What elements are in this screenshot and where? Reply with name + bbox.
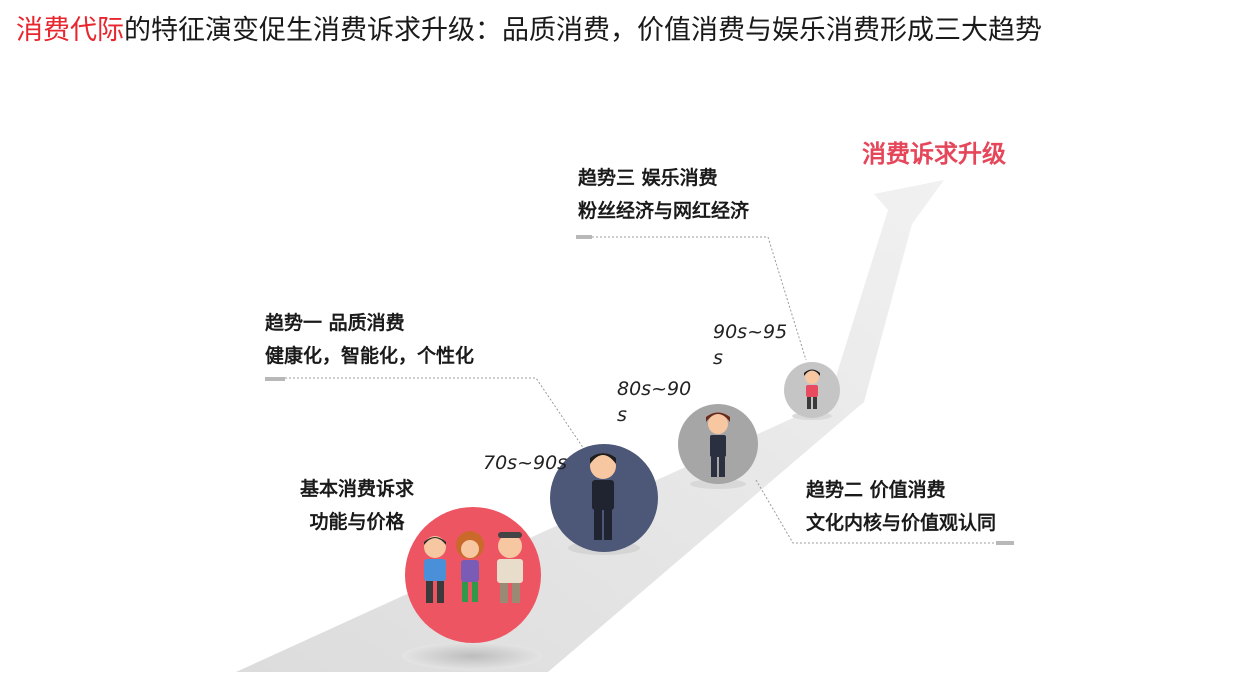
trend2-label: 趋势二 价值消费 文化内核与价值观认同 <box>806 474 996 540</box>
person-curly-hair <box>456 531 484 602</box>
trend2-desc: 文化内核与价值观认同 <box>806 512 997 534</box>
base-title: 基本消费诉求 <box>299 478 414 500</box>
person-blue-shirt <box>424 536 446 603</box>
circle-shadow-1 <box>402 642 542 670</box>
base-label: 基本消费诉求 功能与价格 <box>287 473 427 539</box>
leader-trend1 <box>265 377 587 453</box>
leader-trend3-cap <box>576 235 592 239</box>
person-90s <box>804 369 820 409</box>
leader-trend2-cap <box>996 541 1014 545</box>
title-highlight: 消费代际 <box>16 15 124 46</box>
trend3-desc: 粉丝经济与网红经济 <box>578 200 750 222</box>
leader-trend3 <box>576 236 807 361</box>
upgrade-arrow <box>236 180 944 672</box>
era-80s: 80s~90 s <box>617 378 692 426</box>
era-70s: 70s~90s <box>483 452 568 474</box>
person-80s <box>706 412 730 477</box>
base-desc: 功能与价格 <box>309 511 405 533</box>
trend1-desc: 健康化，智能化，个性化 <box>265 345 475 367</box>
trend3-title: 趋势三 娱乐消费 <box>578 167 718 189</box>
trend3-label: 趋势三 娱乐消费 粉丝经济与网红经济 <box>578 162 749 228</box>
trend1-title: 趋势一 品质消费 <box>265 312 405 334</box>
leader-trend2 <box>755 479 1014 544</box>
trend1-label: 趋势一 品质消费 健康化，智能化，个性化 <box>265 307 474 373</box>
title-rest: 的特征演变促生消费诉求升级：品质消费，价值消费与娱乐消费形成三大趋势 <box>124 15 1042 46</box>
person-70s <box>590 453 616 540</box>
goal-label: 消费诉求升级 <box>862 140 1006 168</box>
trend2-title: 趋势二 价值消费 <box>806 479 946 501</box>
era-90s: 90s~95 s <box>713 321 788 369</box>
person-elder <box>497 532 523 603</box>
leader-trend1-cap <box>265 377 285 381</box>
page-title: 消费代际的特征演变促生消费诉求升级：品质消费，价值消费与娱乐消费形成三大趋势 <box>16 12 1042 50</box>
